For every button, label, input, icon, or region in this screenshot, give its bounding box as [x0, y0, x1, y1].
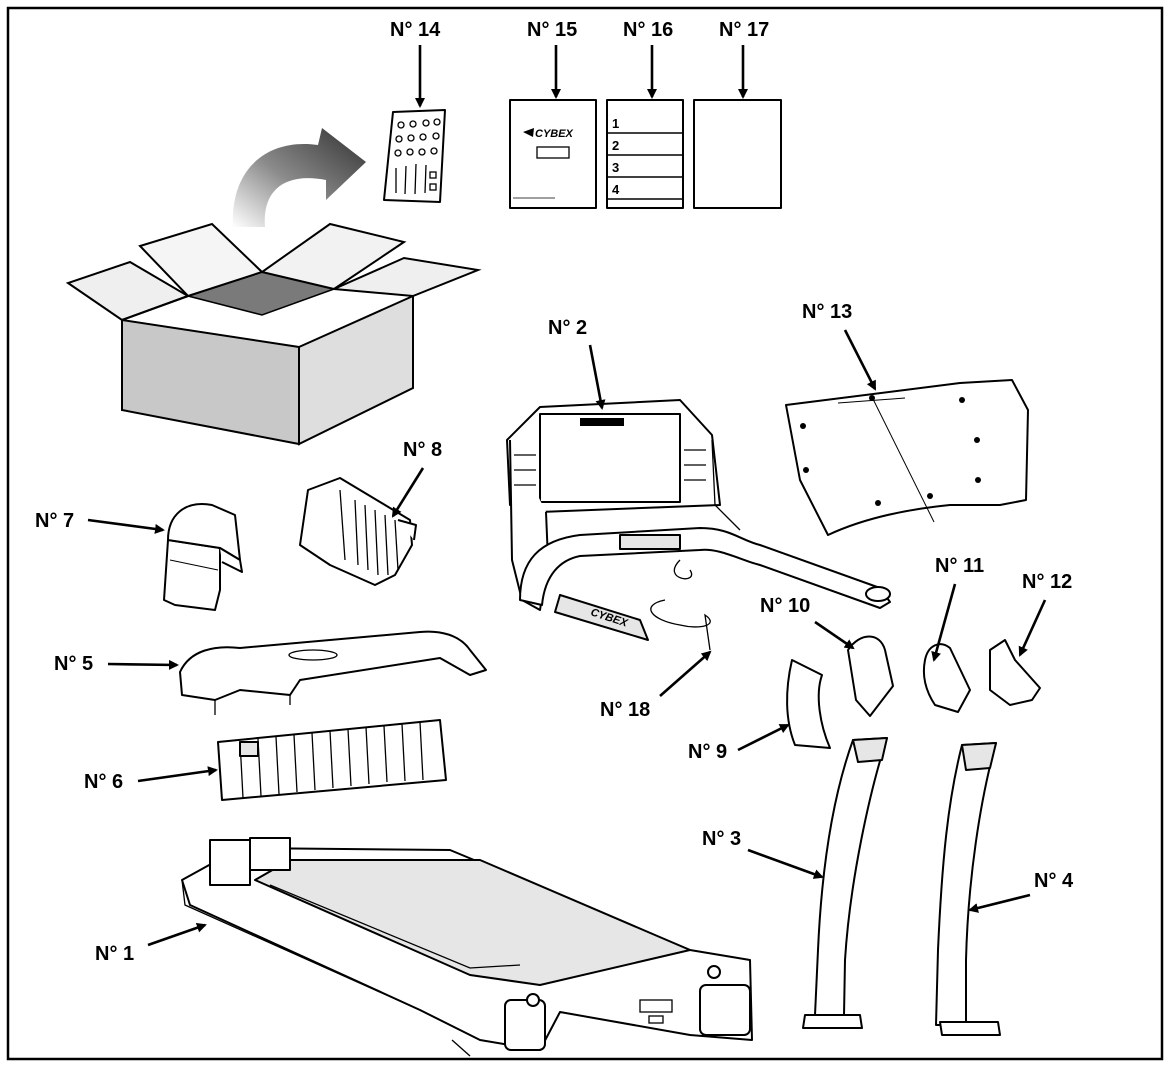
doc-line-2: 2	[612, 138, 619, 153]
part-blank-document	[693, 99, 782, 209]
part-n11-cap	[922, 643, 971, 713]
label-n10: N° 10	[760, 595, 810, 617]
label-n5: N° 5	[54, 653, 93, 675]
unpack-arrow-icon	[232, 128, 366, 227]
part-upright-right	[935, 742, 1001, 1036]
label-n18: N° 18	[600, 699, 650, 721]
box-flap-right	[333, 256, 482, 298]
part-n12-cap	[989, 639, 1041, 706]
label-n11: N° 11	[935, 555, 984, 577]
arrow-n6	[137, 766, 218, 783]
arrow-n4	[968, 893, 1031, 913]
arrow-n3	[747, 848, 824, 879]
part-n9-cap	[786, 659, 831, 749]
part-document-list: 1 2 3 4	[606, 99, 684, 209]
label-n3: N° 3	[702, 828, 741, 850]
arrow-n5	[107, 659, 179, 670]
label-n16: N° 16	[623, 19, 673, 41]
doc-line-4: 4	[612, 182, 620, 197]
label-n2: N° 2	[548, 317, 587, 339]
arrow-n18	[659, 650, 712, 697]
arrow-n2	[588, 344, 606, 410]
part-hardware-card	[383, 109, 446, 203]
arrow-n10	[814, 620, 855, 650]
label-n9: N° 9	[688, 741, 727, 763]
label-n1: N° 1	[95, 943, 134, 965]
label-n8: N° 8	[403, 439, 442, 461]
arrow-n9	[737, 723, 790, 752]
part-n7-shroud	[163, 503, 243, 611]
label-n4: N° 4	[1034, 870, 1074, 892]
shipping-box	[65, 222, 482, 446]
part-n8-shroud	[299, 477, 417, 586]
part-n10-cap	[847, 635, 894, 717]
part-treadmill-base	[181, 837, 753, 1057]
arrow-n12	[1018, 599, 1047, 657]
label-n7: N° 7	[35, 510, 74, 532]
label-n15: N° 15	[527, 19, 577, 41]
label-n17: N° 17	[719, 19, 769, 41]
box-flap-back-left	[138, 222, 264, 298]
part-display-overlay	[785, 379, 1029, 536]
label-n13: N° 13	[802, 301, 852, 323]
manual-brand: CYBEX	[535, 128, 574, 140]
part-console: CYBEX	[506, 399, 891, 651]
doc-line-1: 1	[612, 116, 619, 131]
arrow-n1	[147, 922, 207, 947]
arrow-n13	[843, 329, 877, 391]
label-n12: N° 12	[1022, 571, 1072, 593]
arrow-n11	[931, 583, 957, 662]
arrow-n7	[87, 518, 165, 534]
part-owners-manual: CYBEX	[509, 99, 597, 209]
box-flap-back-right	[259, 222, 407, 291]
part-ribbed-support	[217, 719, 447, 801]
label-n14: N° 14	[390, 19, 441, 41]
arrow-n8	[391, 467, 425, 518]
part-upright-left	[802, 737, 888, 1029]
box-side	[298, 294, 414, 446]
frame-border	[6, 6, 1164, 1061]
part-motor-hood	[179, 630, 487, 715]
doc-line-3: 3	[612, 160, 619, 175]
label-n6: N° 6	[84, 771, 123, 793]
